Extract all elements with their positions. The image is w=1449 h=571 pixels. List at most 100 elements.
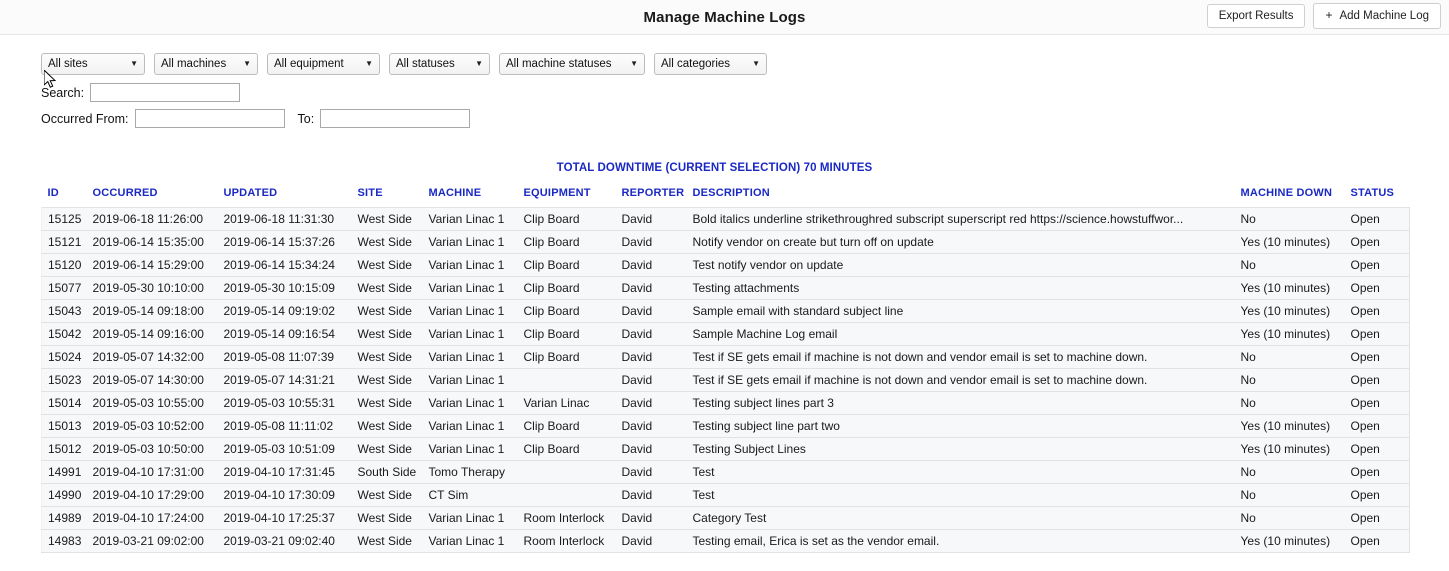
top-bar: Manage Machine Logs Export Results +Add … (0, 0, 1449, 35)
cell-updated: 2019-06-14 15:34:24 (217, 253, 352, 277)
cell-status: Open (1344, 391, 1410, 415)
filter-select-equipment-label: All equipment (274, 58, 344, 70)
column-header-occurred[interactable]: OCCURRED (92, 187, 158, 199)
cell-reporter: David (615, 368, 687, 392)
cell-updated: 2019-06-18 11:31:30 (217, 207, 352, 231)
filter-select-machine-statuses-label: All machine statuses (506, 58, 612, 70)
cell-machine: Varian Linac 1 (422, 230, 518, 254)
cell-status: Open (1344, 322, 1410, 346)
column-header-site[interactable]: SITE (357, 187, 383, 199)
cell-occurred: 2019-06-14 15:29:00 (86, 253, 218, 277)
cell-reporter: David (615, 483, 687, 507)
cell-machine-down: No (1234, 368, 1345, 392)
cell-updated: 2019-04-10 17:25:37 (217, 506, 352, 530)
cell-updated: 2019-04-10 17:31:45 (217, 460, 352, 484)
cell-updated: 2019-05-14 09:16:54 (217, 322, 352, 346)
cell-description: Sample email with standard subject line (686, 299, 1235, 323)
cell-machine-down: No (1234, 460, 1345, 484)
column-header-id[interactable]: ID (47, 187, 59, 199)
occurred-from-input[interactable] (134, 109, 285, 128)
column-header-status[interactable]: STATUS (1350, 187, 1395, 199)
cell-site: West Side (351, 253, 423, 277)
cell-description: Sample Machine Log email (686, 322, 1235, 346)
search-label: Search: (41, 85, 85, 100)
cell-machine: Varian Linac 1 (422, 253, 518, 277)
filter-select-sites-label: All sites (48, 58, 88, 70)
cell-reporter: David (615, 345, 687, 369)
occurred-to-label: To: (297, 111, 315, 126)
cell-occurred: 2019-05-07 14:32:00 (86, 345, 218, 369)
cell-description: Test if SE gets email if machine is not … (686, 368, 1235, 392)
cell-machine-down: Yes (10 minutes) (1234, 276, 1345, 300)
cell-description: Category Test (686, 506, 1235, 530)
column-header-machine[interactable]: MACHINE (428, 187, 482, 199)
cell-machine-down: Yes (10 minutes) (1234, 437, 1345, 461)
total-downtime-summary: TOTAL DOWNTIME (CURRENT SELECTION) 70 MI… (556, 162, 873, 174)
cell-site: West Side (351, 299, 423, 323)
cell-description: Testing Subject Lines (686, 437, 1235, 461)
search-input[interactable] (90, 83, 241, 102)
filter-select-categories[interactable]: All categories ▼ (654, 53, 767, 75)
filter-select-sites[interactable]: All sites ▼ (41, 53, 145, 75)
cell-occurred: 2019-06-18 11:26:00 (86, 207, 218, 231)
cell-site: West Side (351, 322, 423, 346)
filters-panel: All sites ▼ All machines ▼ All equipment… (0, 35, 1449, 128)
filter-select-row: All sites ▼ All machines ▼ All equipment… (41, 53, 1449, 75)
table-header-row: ID OCCURRED UPDATED SITE MACHINE EQUIPME… (42, 187, 1410, 208)
chevron-down-icon: ▼ (752, 59, 760, 68)
cell-id: 15121 (41, 230, 87, 254)
occurred-to-input[interactable] (320, 109, 471, 128)
cell-status: Open (1344, 230, 1410, 254)
add-machine-log-label: Add Machine Log (1339, 10, 1429, 22)
column-header-reporter[interactable]: REPORTER (621, 187, 685, 199)
cell-site: West Side (351, 414, 423, 438)
cell-id: 15043 (41, 299, 87, 323)
cell-reporter: David (615, 253, 687, 277)
cell-id: 14991 (41, 460, 87, 484)
column-header-description[interactable]: DESCRIPTION (692, 187, 770, 199)
cell-occurred: 2019-05-03 10:55:00 (86, 391, 218, 415)
cell-id: 15120 (41, 253, 87, 277)
cell-status: Open (1344, 483, 1410, 507)
cell-id: 15042 (41, 322, 87, 346)
cell-status: Open (1344, 529, 1410, 553)
filter-select-equipment[interactable]: All equipment ▼ (267, 53, 380, 75)
column-header-machine-down[interactable]: MACHINE DOWN (1240, 187, 1333, 199)
column-header-equipment[interactable]: EQUIPMENT (523, 187, 591, 199)
column-header-updated[interactable]: UPDATED (223, 187, 278, 199)
cell-occurred: 2019-05-03 10:50:00 (86, 437, 218, 461)
cell-reporter: David (615, 322, 687, 346)
filter-select-machine-statuses[interactable]: All machine statuses ▼ (499, 53, 645, 75)
cell-machine-down: Yes (10 minutes) (1234, 322, 1345, 346)
add-machine-log-button[interactable]: +Add Machine Log (1313, 3, 1441, 29)
cell-equipment: Varian Linac (517, 391, 616, 415)
cell-reporter: David (615, 437, 687, 461)
cell-status: Open (1344, 414, 1410, 438)
export-results-button[interactable]: Export Results (1206, 3, 1306, 29)
occurred-from-label: Occurred From: (41, 111, 129, 126)
cell-site: West Side (351, 230, 423, 254)
cell-description: Test (686, 460, 1235, 484)
cell-site: West Side (351, 529, 423, 553)
chevron-down-icon: ▼ (130, 59, 138, 68)
filter-select-statuses[interactable]: All statuses ▼ (389, 53, 490, 75)
filter-select-machines[interactable]: All machines ▼ (154, 53, 258, 75)
cell-reporter: David (615, 460, 687, 484)
cell-site: West Side (351, 506, 423, 530)
cell-reporter: David (615, 414, 687, 438)
